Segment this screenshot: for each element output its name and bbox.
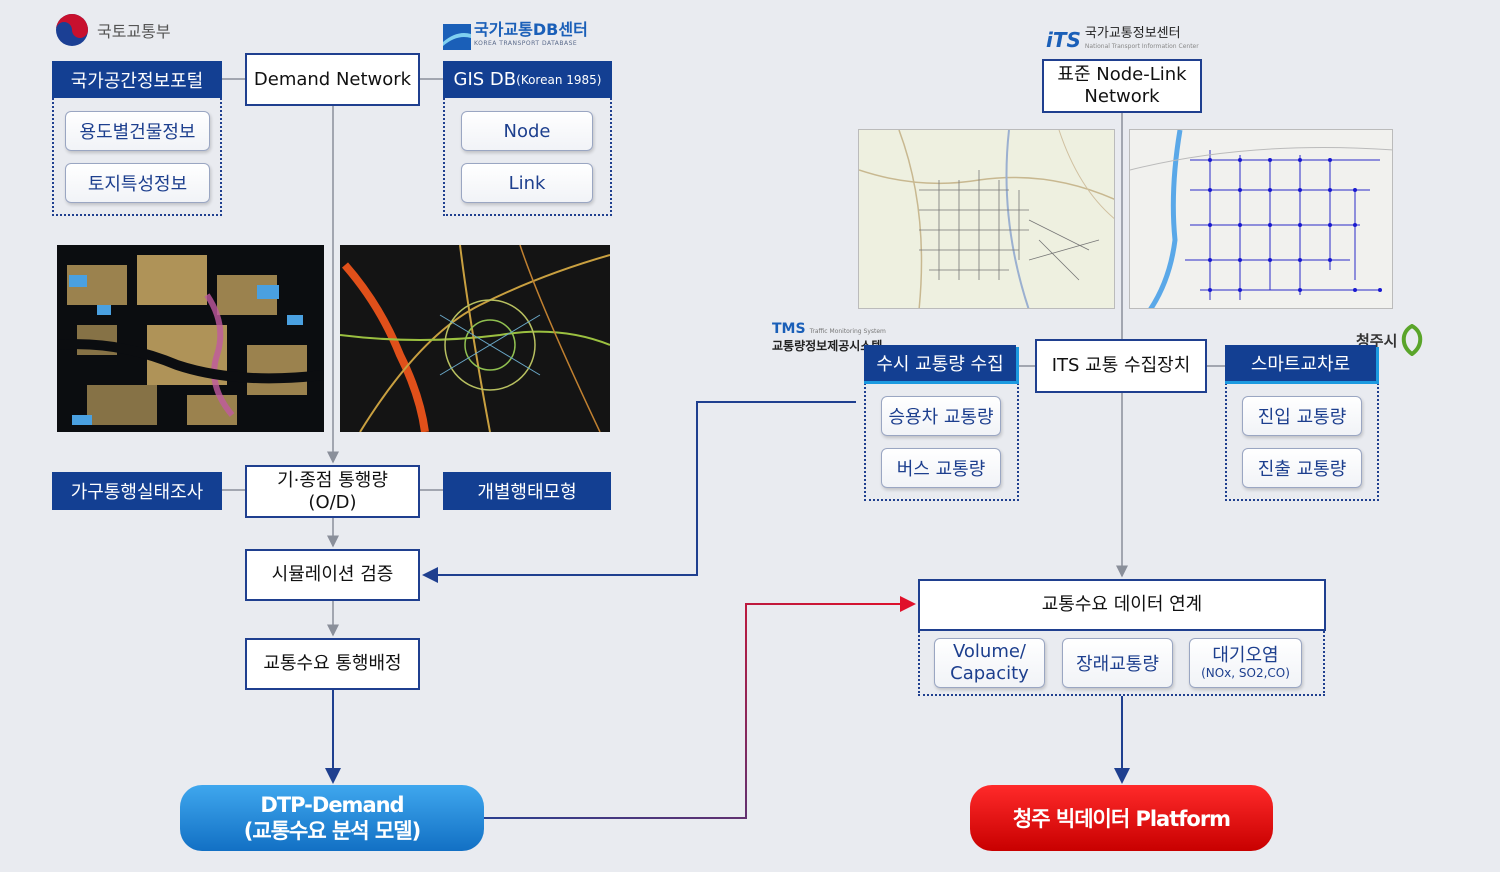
ktdb-logo: 국가교통DB센터 KOREA TRANSPORT DATABASE xyxy=(443,22,588,52)
cheongju-leaf-icon xyxy=(1402,324,1423,356)
air-pollution-pill[interactable]: 대기오염 (NOx, SO2,CO) xyxy=(1189,638,1302,688)
gis-db-label: GIS DB xyxy=(453,69,517,90)
tms-mark: TMS xyxy=(772,321,806,337)
bus-volume-pill[interactable]: 버스 교통량 xyxy=(881,448,1001,488)
its-device-box: ITS 교통 수집장치 xyxy=(1035,339,1207,393)
air-line2: (NOx, SO2,CO) xyxy=(1201,666,1290,680)
node-link-map-left xyxy=(858,129,1115,309)
od-line1: 기·종점 통행량 xyxy=(277,469,388,491)
building-map-image xyxy=(57,245,324,432)
gis-db-header: GIS DB(Korean 1985) xyxy=(443,61,612,98)
taegeuk-icon xyxy=(56,14,88,46)
spatial-portal-header: 국가공간정보포털 xyxy=(52,61,222,98)
its-mark: iTS xyxy=(1046,28,1081,52)
dtp-demand-model: DTP-Demand (교통수요 분석 모델) xyxy=(180,785,484,851)
ktdb-icon xyxy=(443,24,471,50)
smart-intersection-header: 스마트교차로 xyxy=(1225,345,1376,381)
its-subname: National Transport Information Center xyxy=(1084,43,1199,50)
gis-db-note: (Korean 1985) xyxy=(516,72,602,87)
big-data-platform: 청주 빅데이터 Platform xyxy=(970,785,1273,851)
exit-volume-pill[interactable]: 진출 교통량 xyxy=(1242,448,1362,488)
platform-label: 청주 빅데이터 Platform xyxy=(1012,807,1231,831)
tms-collect-header: 수시 교통량 수집 xyxy=(864,345,1016,381)
data-link-box: 교통수요 데이터 연계 xyxy=(918,579,1326,631)
std-line2: Network xyxy=(1084,86,1160,107)
tms-subname: Traffic Monitoring System xyxy=(809,328,886,335)
dtp-line2: (교통수요 분석 모델) xyxy=(243,819,421,843)
car-volume-pill[interactable]: 승용차 교통량 xyxy=(881,396,1001,436)
building-info-pill[interactable]: 용도별건물정보 xyxy=(65,111,210,151)
link-pill[interactable]: Link xyxy=(461,163,593,203)
land-info-pill[interactable]: 토지특성정보 xyxy=(65,163,210,203)
node-link-map-right xyxy=(1129,129,1393,309)
its-logo: iTS 국가교통정보센터 National Transport Informat… xyxy=(1046,25,1199,55)
assignment-box: 교통수요 통행배정 xyxy=(245,638,420,690)
std-line1: 표준 Node-Link xyxy=(1057,64,1187,85)
ktdb-name: 국가교통DB센터 xyxy=(474,20,588,39)
tms-name: 교통량정보제공시스템 xyxy=(772,339,883,353)
vc-line2: Capacity xyxy=(950,663,1029,684)
od-line2: (O/D) xyxy=(308,491,357,513)
ktdb-subname: KOREA TRANSPORT DATABASE xyxy=(474,40,578,47)
demand-network-box: Demand Network xyxy=(245,53,420,106)
dtp-line1: DTP-Demand xyxy=(260,793,404,817)
road-network-map-image xyxy=(340,245,610,432)
household-survey-box: 가구통행실태조사 xyxy=(52,472,222,510)
molit-name: 국토교통부 xyxy=(97,22,171,41)
od-volume-box: 기·종점 통행량 (O/D) xyxy=(245,465,420,518)
standard-node-link-box: 표준 Node-Link Network xyxy=(1042,59,1202,113)
entry-volume-pill[interactable]: 진입 교통량 xyxy=(1242,396,1362,436)
node-pill[interactable]: Node xyxy=(461,111,593,151)
simulation-box: 시뮬레이션 검증 xyxy=(245,549,420,601)
future-volume-pill[interactable]: 장래교통량 xyxy=(1062,638,1173,688)
molit-logo: 국토교통부 xyxy=(55,13,171,47)
individual-model-box: 개별행태모형 xyxy=(443,472,611,510)
vc-line1: Volume/ xyxy=(952,641,1026,662)
air-line1: 대기오염 xyxy=(1212,645,1279,666)
volume-capacity-pill[interactable]: Volume/ Capacity xyxy=(934,638,1045,688)
tms-logo: TMS Traffic Monitoring System 교통량정보제공시스템 xyxy=(772,321,886,354)
its-name: 국가교통정보센터 xyxy=(1084,26,1181,41)
